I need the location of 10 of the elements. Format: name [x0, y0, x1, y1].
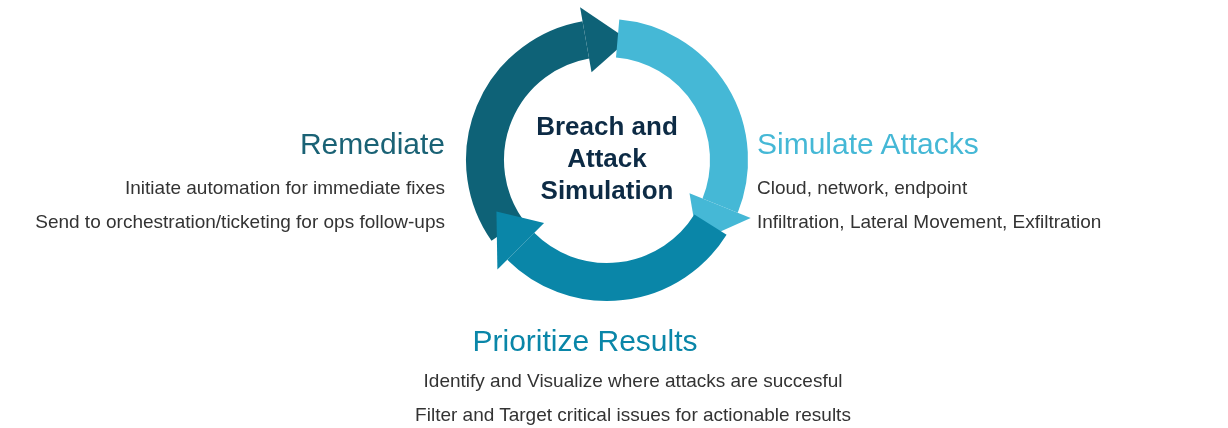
stage-heading: Simulate Attacks: [757, 126, 980, 162]
stage-heading: Remediate: [298, 126, 445, 162]
stage-description: Infiltration, Lateral Movement, Exfiltration: [757, 210, 1103, 234]
stage-description: Cloud, network, endpoint: [757, 176, 969, 200]
stage-description: Send to orchestration/ticketing for ops follow-ups: [34, 210, 445, 234]
stage-heading: Prioritize Results: [471, 323, 699, 359]
stage-description: Filter and Target critical issues for actionable results: [414, 403, 852, 427]
center-title: Breach and Attack Simulation: [535, 110, 679, 206]
stage-description: Initiate automation for immediate fixes: [124, 176, 445, 200]
stage-description: Identify and Visualize where attacks are succesful: [422, 369, 844, 393]
